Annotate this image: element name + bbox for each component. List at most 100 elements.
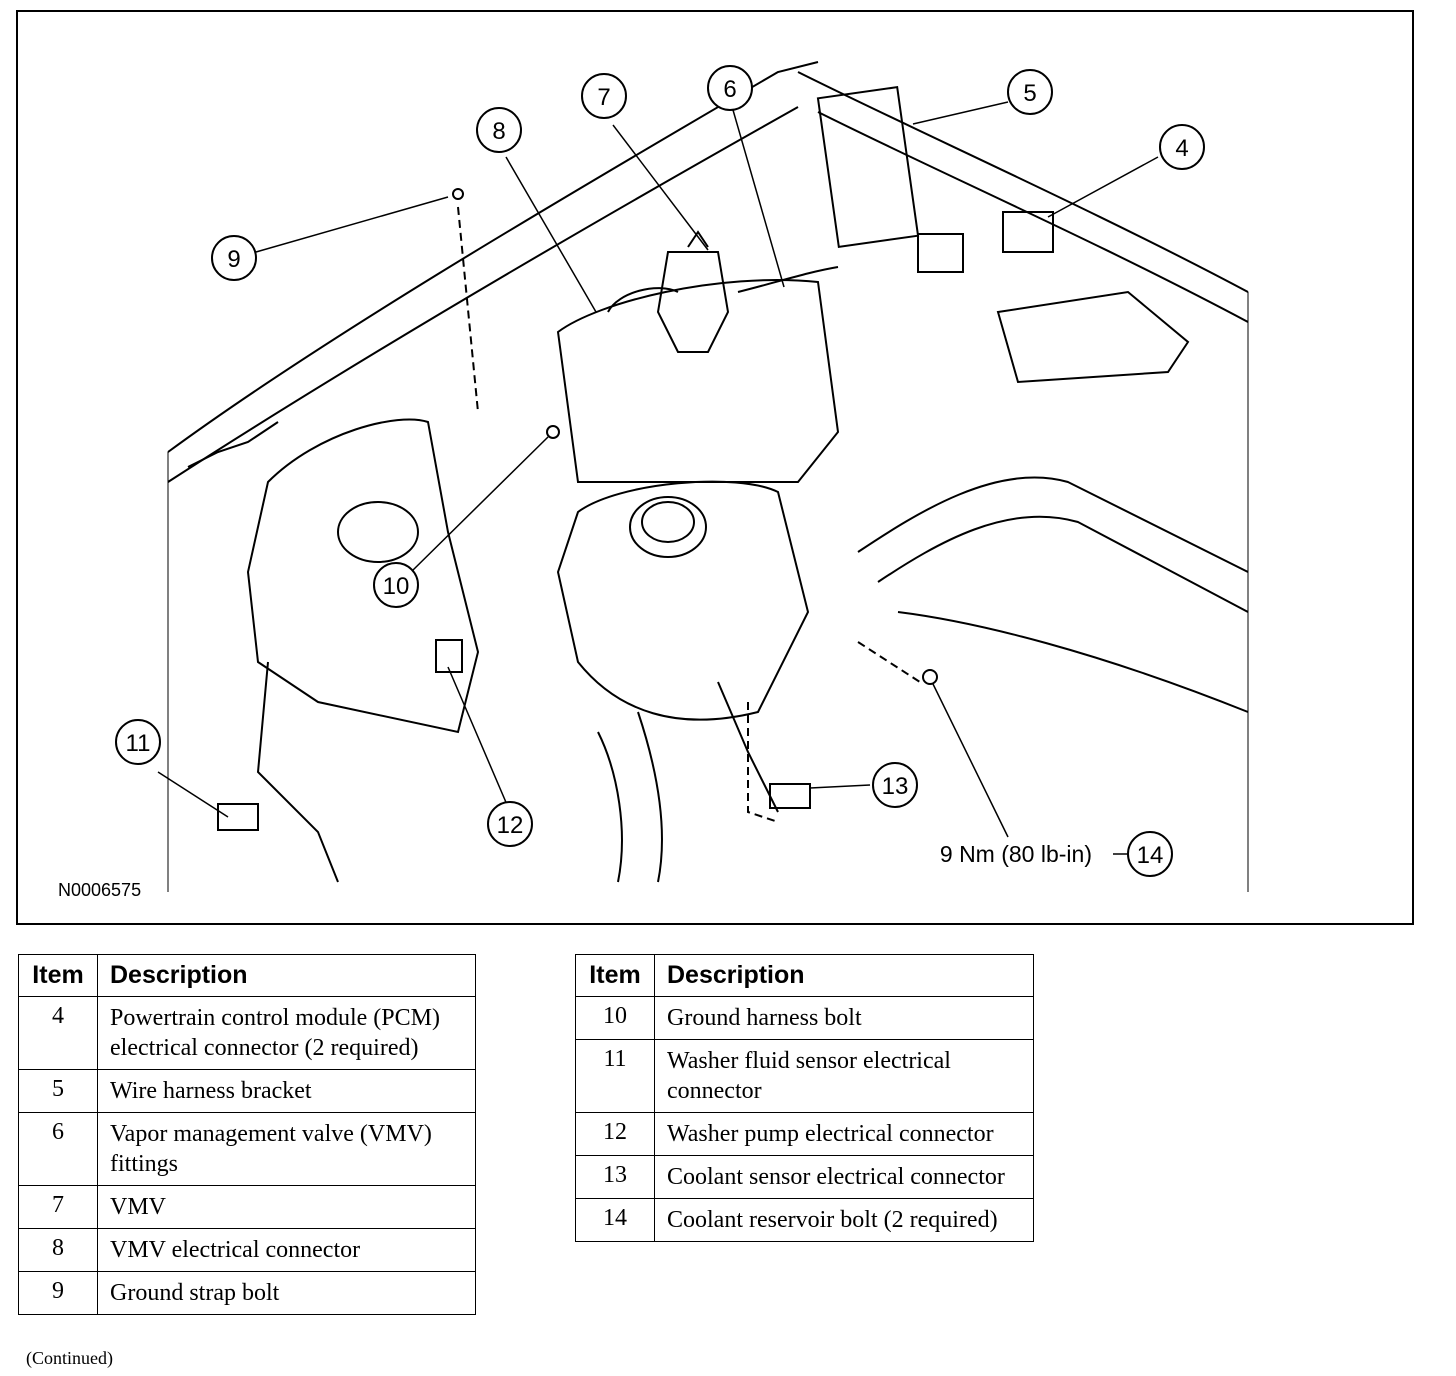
coolant-hose bbox=[717, 681, 779, 813]
callout-14: 14 bbox=[1127, 831, 1173, 877]
item-number: 14 bbox=[575, 1198, 655, 1242]
callout-5-label: 5 bbox=[1023, 80, 1036, 107]
vmv-body bbox=[656, 251, 730, 353]
item-description: Ground strap bolt bbox=[97, 1271, 476, 1315]
washer-cap bbox=[337, 501, 419, 563]
pcm-connector-b bbox=[917, 233, 964, 273]
table-row: 14 Coolant reservoir bolt (2 required) bbox=[575, 1198, 1034, 1242]
callout-7: 7 bbox=[581, 73, 627, 119]
washer-reservoir-lower bbox=[256, 661, 339, 883]
callout-4-label: 4 bbox=[1175, 135, 1188, 162]
item-number: 7 bbox=[18, 1185, 98, 1229]
washer-reservoir bbox=[246, 418, 480, 734]
callout-12: 12 bbox=[487, 801, 533, 847]
right-rail-upper bbox=[857, 476, 1249, 573]
callout-14-label: 14 bbox=[1137, 842, 1164, 869]
legend-header-row: Item Description bbox=[18, 954, 476, 997]
cowl-outline-lower bbox=[167, 106, 799, 483]
callout-4: 4 bbox=[1159, 124, 1205, 170]
reservoir-bolt-locator bbox=[857, 641, 924, 685]
callout-8-label: 8 bbox=[492, 118, 505, 145]
item-description: Washer fluid sensor electrical connector bbox=[654, 1039, 1034, 1113]
table-row: 6 Vapor management valve (VMV) fittings bbox=[18, 1112, 476, 1186]
cowl-detail bbox=[187, 421, 279, 468]
item-number: 10 bbox=[575, 996, 655, 1040]
coolant-sensor-locator bbox=[747, 702, 779, 823]
callout-12-label: 12 bbox=[497, 812, 524, 839]
item-description: Vapor management valve (VMV) fittings bbox=[97, 1112, 476, 1186]
callout-9-label: 9 bbox=[227, 246, 240, 273]
callout-13: 13 bbox=[872, 762, 918, 808]
vmv-hose bbox=[737, 266, 839, 293]
lower-hose-b bbox=[637, 711, 663, 883]
item-header: Item bbox=[18, 954, 98, 997]
table-row: 5 Wire harness bracket bbox=[18, 1069, 476, 1113]
table-row: 7 VMV bbox=[18, 1185, 476, 1229]
item-description: Wire harness bracket bbox=[97, 1069, 476, 1113]
ground-harness-bolt bbox=[546, 425, 560, 439]
item-description: Ground harness bolt bbox=[654, 996, 1034, 1040]
item-number: 8 bbox=[18, 1228, 98, 1272]
callout-6-label: 6 bbox=[723, 76, 736, 103]
coolant-sensor-connector bbox=[769, 783, 811, 809]
coolant-cap bbox=[629, 496, 707, 558]
callout-11-label: 11 bbox=[126, 730, 151, 757]
lower-hose-a bbox=[597, 731, 623, 883]
item-description: VMV electrical connector bbox=[97, 1228, 476, 1272]
cowl-outline-upper bbox=[167, 61, 819, 453]
wire-harness-bracket bbox=[816, 86, 920, 248]
item-header: Item bbox=[575, 954, 655, 997]
legend-table-left: Item Description 4 Powertrain control mo… bbox=[18, 954, 476, 1315]
callout-6: 6 bbox=[707, 65, 753, 111]
item-number: 11 bbox=[575, 1039, 655, 1113]
figure-frame: 4 5 6 7 8 9 10 11 bbox=[16, 10, 1414, 925]
line-art bbox=[167, 61, 1249, 892]
coolant-reservoir bbox=[556, 480, 810, 721]
table-row: 8 VMV electrical connector bbox=[18, 1228, 476, 1272]
item-description: VMV bbox=[97, 1185, 476, 1229]
engine-compartment-illustration: 4 5 6 7 8 9 10 11 bbox=[58, 61, 1249, 900]
item-number: 4 bbox=[18, 996, 98, 1070]
right-rail-lower bbox=[877, 515, 1249, 613]
hood-right-edge-inner bbox=[817, 111, 1249, 323]
callout-11: 11 bbox=[115, 719, 161, 765]
table-row: 4 Powertrain control module (PCM) electr… bbox=[18, 996, 476, 1070]
ground-strap-bolt bbox=[452, 188, 464, 200]
hood-right-edge bbox=[797, 71, 1249, 293]
callout-8: 8 bbox=[476, 107, 522, 153]
callout-13-label: 13 bbox=[882, 773, 909, 800]
vmv-top bbox=[687, 230, 709, 248]
figure-id: N0006575 bbox=[58, 880, 141, 900]
reservoir-bolt bbox=[922, 669, 938, 685]
callout-10-label: 10 bbox=[383, 573, 410, 600]
ground-strap-locator bbox=[457, 206, 479, 413]
callout-10: 10 bbox=[373, 562, 419, 608]
washer-sensor-connector bbox=[217, 803, 259, 831]
item-description: Coolant reservoir bolt (2 required) bbox=[654, 1198, 1034, 1242]
description-header: Description bbox=[654, 954, 1034, 997]
coolant-cap-inner bbox=[641, 501, 695, 543]
callout-5: 5 bbox=[1007, 69, 1053, 115]
item-description: Powertrain control module (PCM) electric… bbox=[97, 996, 476, 1070]
washer-pump-connector bbox=[435, 639, 463, 673]
fender-edge bbox=[897, 611, 1249, 713]
pcm-connector-a bbox=[1002, 211, 1054, 253]
item-number: 9 bbox=[18, 1271, 98, 1315]
table-row: 13 Coolant sensor electrical connector bbox=[575, 1155, 1034, 1199]
table-row: 9 Ground strap bolt bbox=[18, 1271, 476, 1315]
pcm-module bbox=[996, 290, 1190, 384]
callout-9: 9 bbox=[211, 235, 257, 281]
item-number: 6 bbox=[18, 1112, 98, 1186]
legend-table-right: Item Description 10 Ground harness bolt … bbox=[575, 954, 1034, 1242]
table-row: 11 Washer fluid sensor electrical connec… bbox=[575, 1039, 1034, 1113]
legend-header-row: Item Description bbox=[575, 954, 1034, 997]
leader-lines bbox=[157, 101, 1159, 855]
continued-note: (Continued) bbox=[26, 1348, 113, 1368]
table-row: 10 Ground harness bolt bbox=[575, 996, 1034, 1040]
callout-7-label: 7 bbox=[597, 84, 610, 111]
item-description: Coolant sensor electrical connector bbox=[654, 1155, 1034, 1199]
item-number: 5 bbox=[18, 1069, 98, 1113]
torque-spec: 9 Nm (80 lb-in) bbox=[940, 841, 1092, 867]
table-row: 12 Washer pump electrical connector bbox=[575, 1112, 1034, 1156]
intake-housing bbox=[556, 279, 840, 483]
